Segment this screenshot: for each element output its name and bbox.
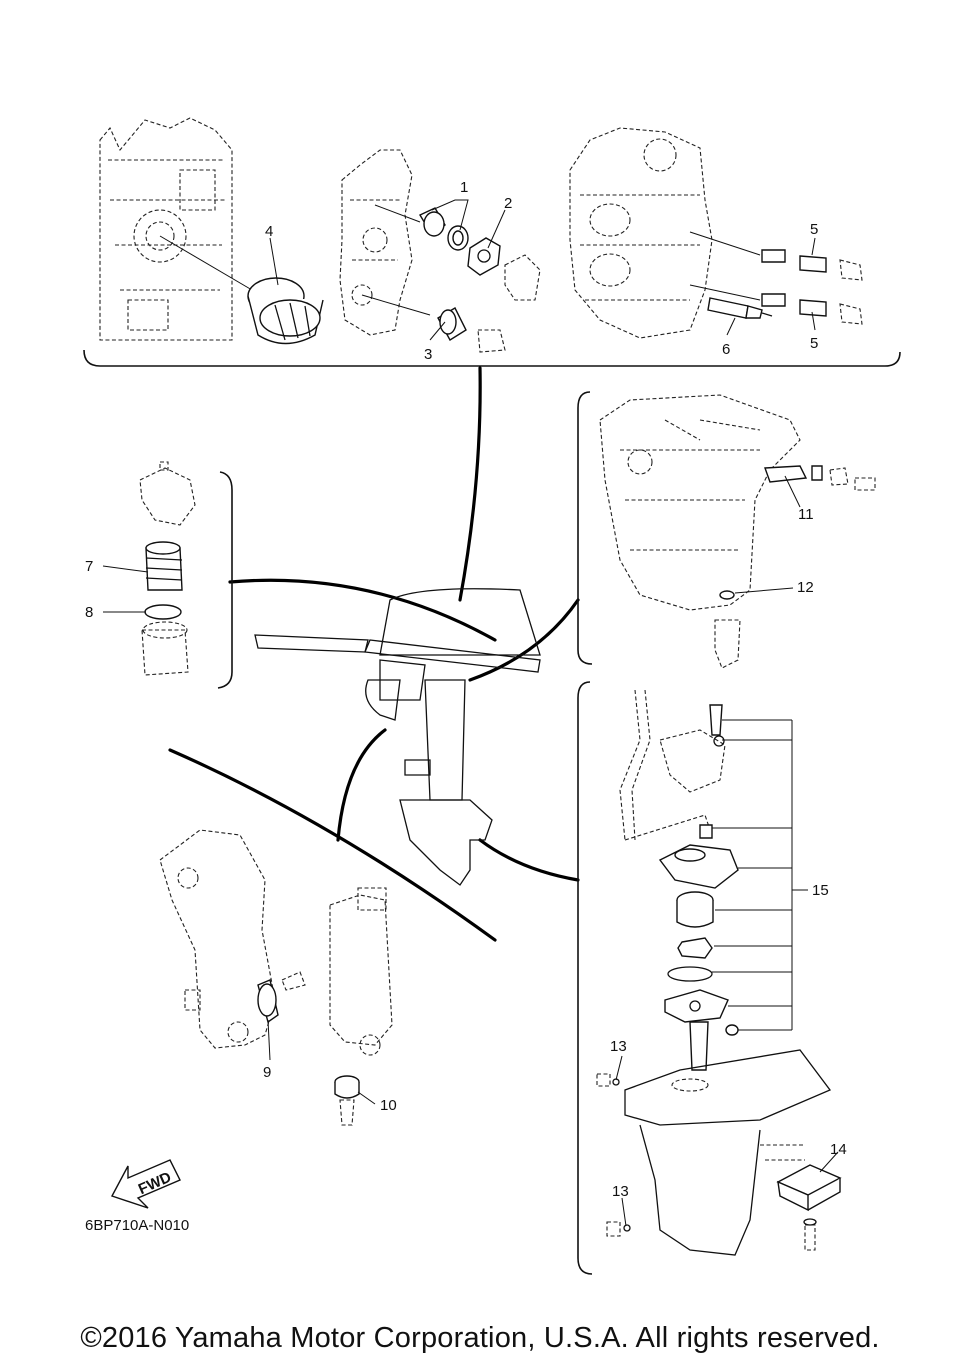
callout-leaders (102, 199, 839, 1227)
drain-plug-gasket (714, 590, 741, 669)
upper-right-bracket (577, 391, 593, 665)
callout-6: 6 (722, 341, 730, 358)
engine-block-middle (339, 149, 413, 336)
callout-10: 10 (380, 1097, 397, 1114)
copyright-notice: ©2016 Yamaha Motor Corporation, U.S.A. A… (80, 1322, 880, 1354)
water-tube (619, 689, 711, 841)
trim-tab-anode (776, 1164, 842, 1251)
callout-8: 8 (85, 604, 93, 621)
callout-12: 12 (797, 579, 814, 596)
callout-2: 2 (504, 195, 512, 212)
anode-upper (689, 231, 863, 281)
pressure-relief-valve (361, 294, 506, 353)
water-pump-bracket (659, 704, 726, 793)
fuel-filter-assembly (139, 461, 196, 676)
fuel-section-bracket (217, 471, 233, 689)
callout-9: 9 (263, 1064, 271, 1081)
water-pump-kit (658, 824, 739, 1036)
connector-top (458, 366, 482, 602)
lower-mount (334, 1075, 360, 1126)
callout-4: 4 (265, 223, 273, 240)
connector-bottom-section (168, 748, 497, 942)
outboard-motor (254, 588, 541, 886)
connector-upper-right (468, 598, 580, 682)
callout-3: 3 (424, 346, 432, 363)
callout-13-upper: 13 (610, 1038, 627, 1055)
shift-parts (764, 465, 876, 491)
connector-left (228, 578, 497, 642)
lower-right-bracket (577, 681, 593, 1275)
callout-7: 7 (85, 558, 93, 575)
callout-13-lower: 13 (612, 1183, 629, 1200)
connector-lower-right (478, 838, 580, 882)
top-section-bracket (83, 349, 901, 367)
callout-5-lower: 5 (810, 335, 818, 352)
oil-filter (159, 235, 324, 345)
engine-block-left (99, 117, 233, 341)
connector-lower-left (336, 728, 387, 842)
fwd-arrow: FWD (110, 1159, 181, 1209)
spark-plug (707, 297, 773, 319)
diagram-code: 6BP710A-N010 (85, 1217, 189, 1234)
lower-unit-bolts (596, 1073, 631, 1237)
callout-1: 1 (460, 179, 468, 196)
swivel-bracket (329, 887, 393, 1056)
callout-14: 14 (830, 1141, 847, 1158)
lower-unit-gearcase (624, 1021, 832, 1256)
kit-15-bracket (712, 719, 808, 1031)
engine-base-housing (599, 394, 801, 611)
callout-11: 11 (798, 506, 814, 523)
clamp-bracket (159, 829, 276, 1049)
callout-5-upper: 5 (810, 221, 818, 238)
anode-lower (689, 284, 863, 325)
thermostat-gasket (467, 237, 541, 301)
engine-block-right (569, 127, 713, 339)
thermostat-assembly (374, 204, 469, 251)
callout-15: 15 (812, 882, 829, 899)
upper-mount (257, 971, 306, 1024)
